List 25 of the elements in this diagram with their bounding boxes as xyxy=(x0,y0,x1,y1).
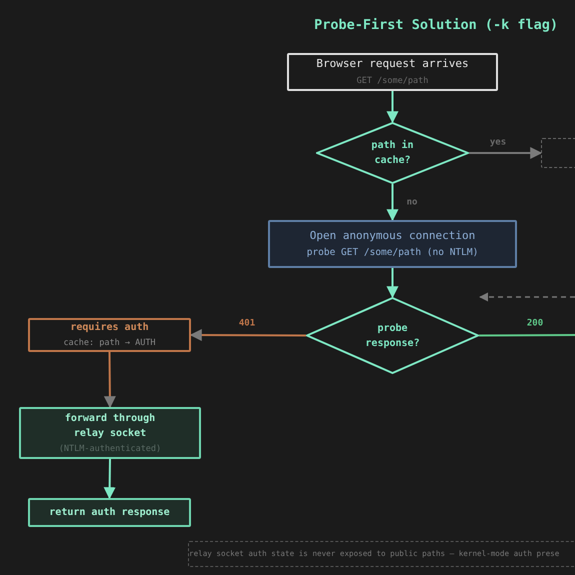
node-subtitle: cache: path → AUTH xyxy=(63,337,156,350)
arrow xyxy=(104,458,116,500)
node-subtitle: GET /some/path xyxy=(356,74,428,88)
arrow xyxy=(469,147,542,159)
note-box xyxy=(188,541,575,567)
process-box xyxy=(287,53,498,91)
arrow xyxy=(104,352,116,408)
node-title: forward through relay socket xyxy=(64,412,156,441)
node-title: path in cache? xyxy=(370,138,415,168)
process-box xyxy=(28,318,191,352)
node-title: return auth response xyxy=(49,506,170,520)
arrow xyxy=(386,268,398,298)
arrow xyxy=(386,184,398,222)
arrow xyxy=(190,329,306,342)
node-subtitle: (NTLM-authenticated) xyxy=(58,442,162,456)
process-box xyxy=(28,498,191,527)
node-subtitle: probe GET /some/path (no NTLM) xyxy=(306,246,478,260)
process-box xyxy=(19,407,201,459)
title: Probe-First Solution (-k flag) xyxy=(314,16,558,35)
process-box xyxy=(268,220,517,268)
node-title: Open anonymous connection xyxy=(310,228,476,244)
arrow xyxy=(386,91,398,124)
node-title: requires auth xyxy=(70,320,149,336)
node-title: probe response? xyxy=(364,322,421,350)
node-title: Browser request arrives xyxy=(316,56,469,72)
